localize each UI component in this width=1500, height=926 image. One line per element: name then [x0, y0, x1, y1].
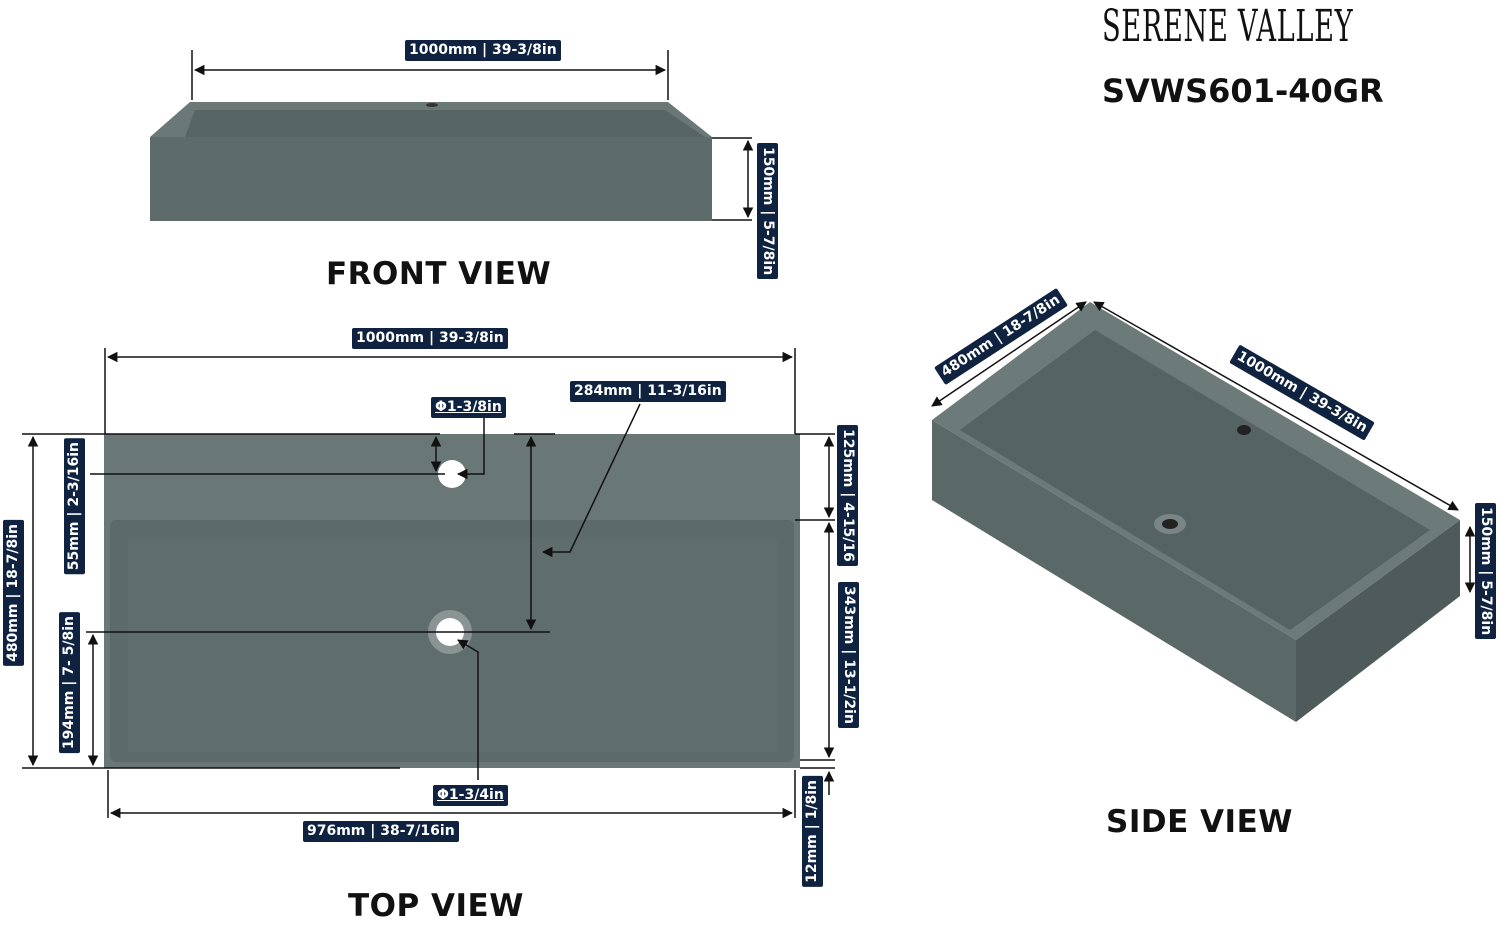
front-height-label: 150mm | 5-7/8in	[757, 143, 778, 280]
back-deck-label: 125mm | 4-15/16	[837, 425, 858, 566]
model-number: SVWS601-40GR	[1102, 72, 1384, 110]
drain-offset-label: 284mm | 11-3/16in	[570, 381, 726, 402]
bowl-width-label: 976mm | 38-7/16in	[303, 821, 459, 842]
top-width-label: 1000mm | 39-3/8in	[352, 328, 508, 349]
faucet-offset-label: 55mm | 2-3/16in	[64, 438, 85, 575]
front-view-sink	[150, 102, 712, 221]
wall-thickness-label: 12mm | 1/8in	[802, 776, 823, 887]
drain-hole-label: Φ1-3/4in	[433, 785, 508, 806]
side-view-title: SIDE VIEW	[1106, 804, 1293, 840]
front-view-title: FRONT VIEW	[326, 256, 552, 292]
drain-from-front-label: 194mm | 7- 5/8in	[59, 612, 80, 754]
side-height-label: 150mm | 5-7/8in	[1475, 503, 1496, 640]
top-view-sink	[104, 434, 800, 768]
bowl-depth-label: 343mm | 13-1/2in	[838, 582, 859, 728]
top-view-title: TOP VIEW	[348, 888, 524, 924]
front-width-label: 1000mm | 39-3/8in	[405, 40, 561, 61]
depth-label: 480mm | 18-7/8in	[3, 520, 24, 666]
side-view-sink	[932, 302, 1460, 722]
brand-logo: SERENE VALLEY	[1102, 1, 1354, 52]
faucet-hole-label: Φ1-3/8in	[431, 397, 506, 418]
